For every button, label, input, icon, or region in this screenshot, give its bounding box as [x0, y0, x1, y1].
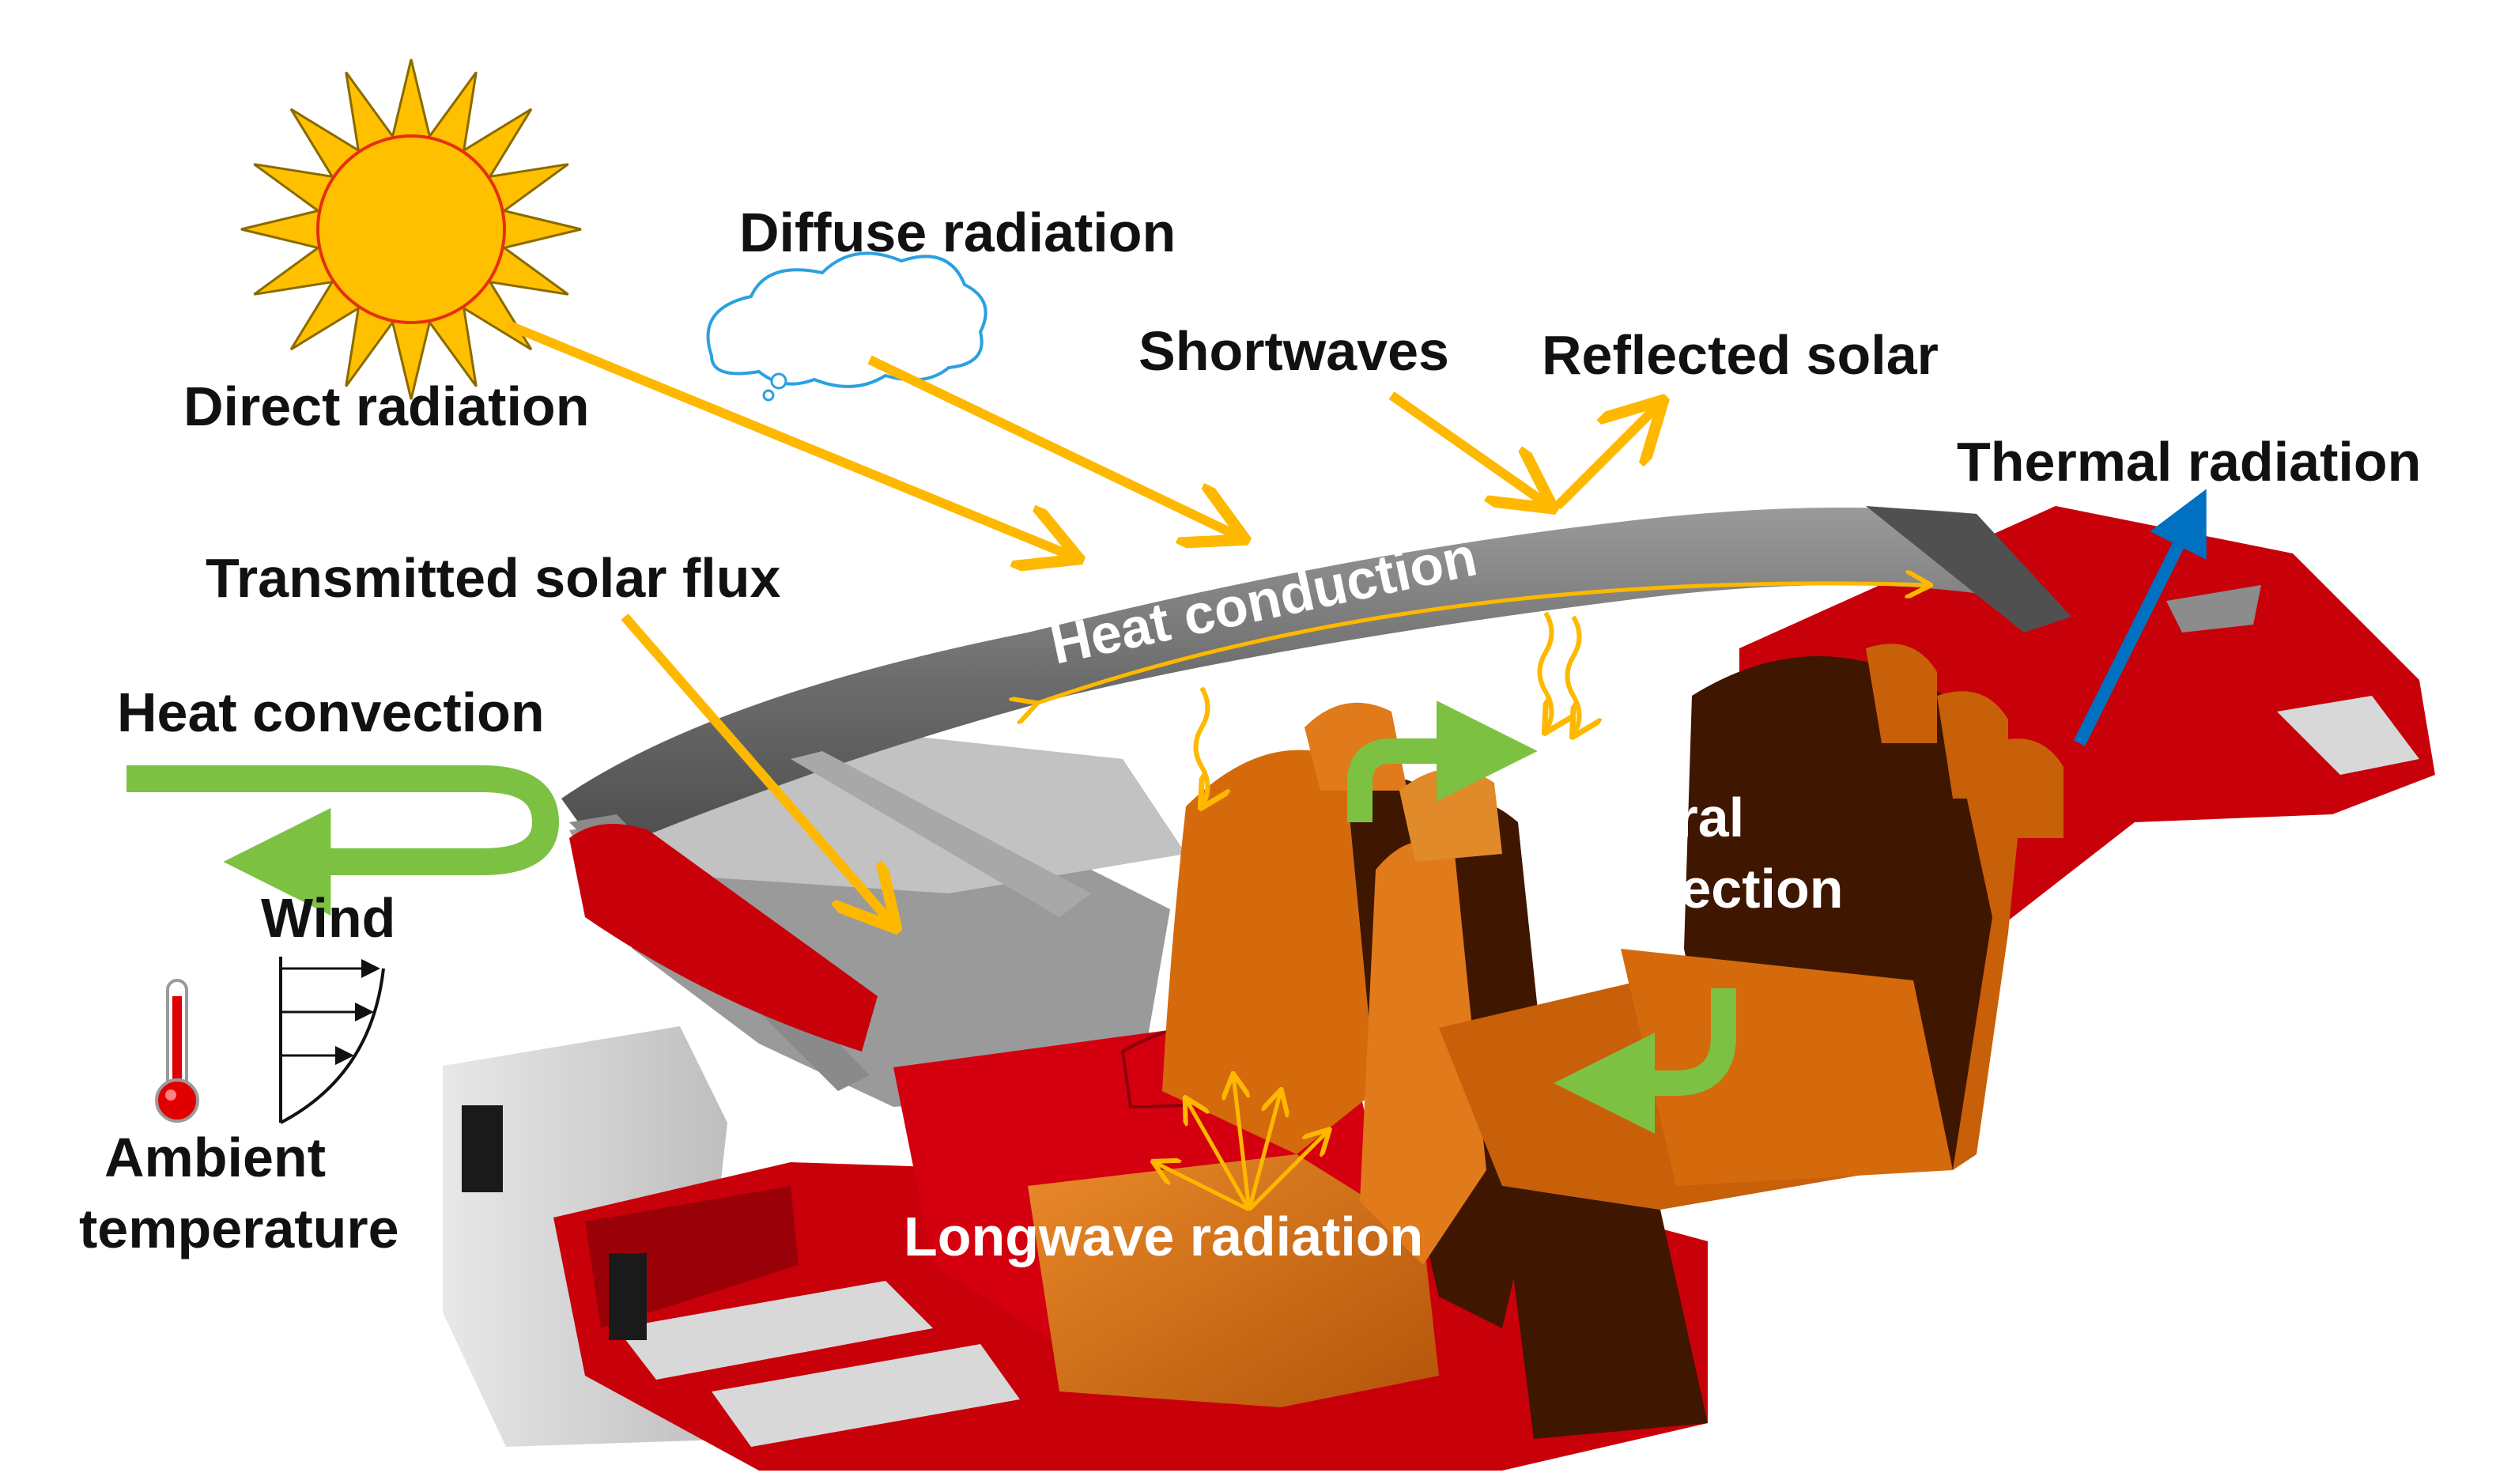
- label-diffuse-radiation: Diffuse radiation: [739, 202, 1176, 263]
- middle-seat-base-dark: [1502, 1186, 1708, 1439]
- wind-profile-icon: [279, 957, 385, 1124]
- front-headrest: [1305, 702, 1407, 791]
- heat-convection-arrow: [126, 765, 560, 916]
- floor-strip-light: [617, 1281, 933, 1380]
- label-ambient-line2: temperature: [79, 1198, 399, 1259]
- middle-seat-headrest: [1399, 768, 1502, 862]
- wavy-arrow-2: [1537, 611, 1552, 731]
- rear-seat-cushion: [1621, 949, 1953, 1186]
- rear-body-highlight: [2166, 585, 2261, 632]
- car-cabin-model: [443, 506, 2435, 1471]
- roof-rear-edge: [1866, 506, 2071, 632]
- solar-arrows: [504, 319, 1929, 1212]
- convection-arrows: [126, 700, 1736, 1134]
- label-heat-convection: Heat convection: [117, 682, 545, 743]
- natural-convection-arrow-bottom: [1554, 988, 1736, 1134]
- label-ambient-line1: Ambient: [104, 1127, 326, 1188]
- sun-disc: [316, 134, 506, 324]
- a-pillar: [791, 751, 1091, 917]
- reflected-solar-arrow: [1554, 403, 1660, 510]
- label-wind: Wind: [261, 887, 395, 949]
- label-shortwaves: Shortwaves: [1138, 320, 1449, 382]
- rear-headrest-2: [1937, 691, 2008, 799]
- shortwaves-arrow: [1388, 391, 1550, 506]
- label-reflected-solar: Reflected solar: [1542, 324, 1939, 386]
- thermometer-icon: [155, 979, 199, 1123]
- front-seat-cushion: [1028, 1154, 1439, 1407]
- direct-radiation-arrow: [504, 319, 1075, 557]
- heat-conduction-arrow: [1036, 583, 1929, 704]
- label-direct-radiation: Direct radiation: [183, 376, 589, 437]
- cloud-icon: [706, 251, 987, 402]
- floor-strip-light-2: [712, 1344, 1020, 1447]
- longwave-radiation-arrows: [1154, 1075, 1328, 1212]
- label-transmitted-solar-flux: Transmitted solar flux: [206, 547, 780, 609]
- front-seat-back: [1162, 750, 1376, 1154]
- wavy-arrow-3: [1565, 615, 1580, 735]
- label-natural-line2: convection: [1551, 858, 1844, 919]
- front-red-panel: [569, 824, 878, 1052]
- label-natural-line1: Natural: [1554, 787, 1744, 848]
- transmitted-solar-flux-arrow: [621, 614, 893, 925]
- label-longwave-radiation: Longwave radiation: [904, 1206, 1423, 1267]
- front-vent-upper: [462, 1105, 503, 1192]
- middle-seat-front: [1360, 841, 1486, 1265]
- natural-convection-arrow-top: [1347, 700, 1538, 822]
- rear-headrest-3: [1992, 738, 2064, 838]
- thermal-radiation-arrow: [2073, 489, 2207, 746]
- wavy-arrow-1: [1193, 686, 1208, 806]
- diffuse-radiation-arrow: [867, 355, 1241, 538]
- rear-body-trim: [2277, 696, 2419, 775]
- label-thermal-radiation: Thermal radiation: [1957, 431, 2421, 493]
- sun-icon: [240, 59, 582, 400]
- front-vent-lower: [609, 1253, 647, 1340]
